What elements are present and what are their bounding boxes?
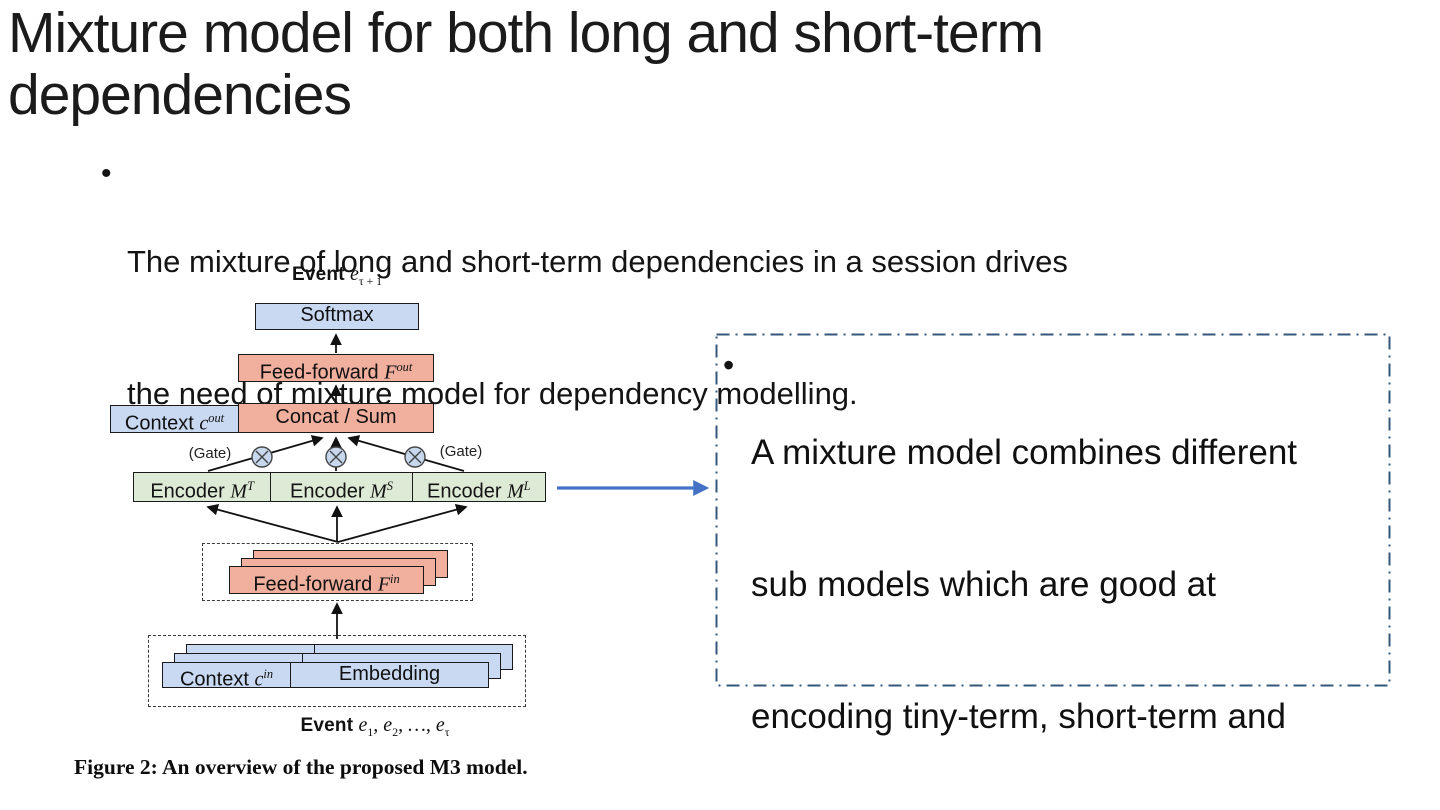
concat-sum-box: Concat / Sum	[238, 403, 434, 433]
title-line-2: dependencies	[8, 63, 352, 127]
encoder-short-box: Encoder MS	[271, 473, 413, 503]
feed-forward-in-box: Feed-forward Fin	[229, 566, 424, 596]
callout-border	[715, 333, 1391, 687]
arrow-ffin-to-encoder-l	[337, 503, 468, 543]
gate-multiply-icon	[404, 446, 426, 468]
feed-forward-in-group	[202, 543, 473, 601]
callout-bullet-marker: •	[723, 347, 735, 383]
feed-forward-out-box: Feed-forward Fout	[238, 354, 434, 384]
encoder-row: Encoder MT Encoder MS Encoder ML	[133, 472, 546, 503]
gate-label-right: (Gate)	[439, 443, 483, 460]
encoder-long-box: Encoder ML	[412, 473, 545, 503]
connector-arrow	[557, 480, 710, 496]
callout-line: sub models which are good at	[751, 565, 1216, 604]
gate-multiply-icon	[325, 446, 347, 468]
event-output-label: Event eτ + 1	[292, 263, 383, 288]
softmax-box: Softmax	[255, 303, 419, 330]
gate-multiply-icon	[251, 446, 273, 468]
gate-label-left: (Gate)	[188, 445, 232, 462]
embedding-box: Embedding	[290, 662, 489, 688]
callout-line: A mixture model combines different	[751, 433, 1298, 472]
event-input-label: Event e1, e2, …, eτ	[300, 714, 450, 739]
context-in-box: Context cin	[162, 662, 291, 691]
embedding-group	[148, 635, 526, 707]
callout-line: encoding tiny-term, short-term and	[751, 697, 1286, 736]
slide-title: Mixture model for both long and short-te…	[8, 1, 1044, 127]
encoder-tiny-box: Encoder MT	[134, 473, 272, 503]
callout-text: A mixture model combines different sub m…	[751, 343, 1297, 810]
lead-bullet-line-1: The mixture of long and short-term depen…	[127, 244, 1068, 279]
arrow-ffin-to-encoder-t	[206, 503, 339, 543]
gate-multiply-icons	[251, 446, 426, 468]
bullet-marker: •	[101, 157, 112, 190]
figure-arrows-overlay	[206, 333, 468, 639]
context-out-box: Context cout	[110, 405, 239, 435]
callout-box: • A mixture model combines different sub…	[715, 333, 1391, 736]
m3-architecture-figure: Event eτ + 1 Softmax Feed-forward Fout C…	[60, 255, 640, 800]
callout-border-rect	[715, 333, 1391, 687]
title-line-1: Mixture model for both long and short-te…	[8, 1, 1044, 65]
figure-caption: Figure 2: An overview of the proposed M3…	[74, 755, 528, 779]
callout-content: • A mixture model combines different sub…	[723, 343, 1297, 810]
